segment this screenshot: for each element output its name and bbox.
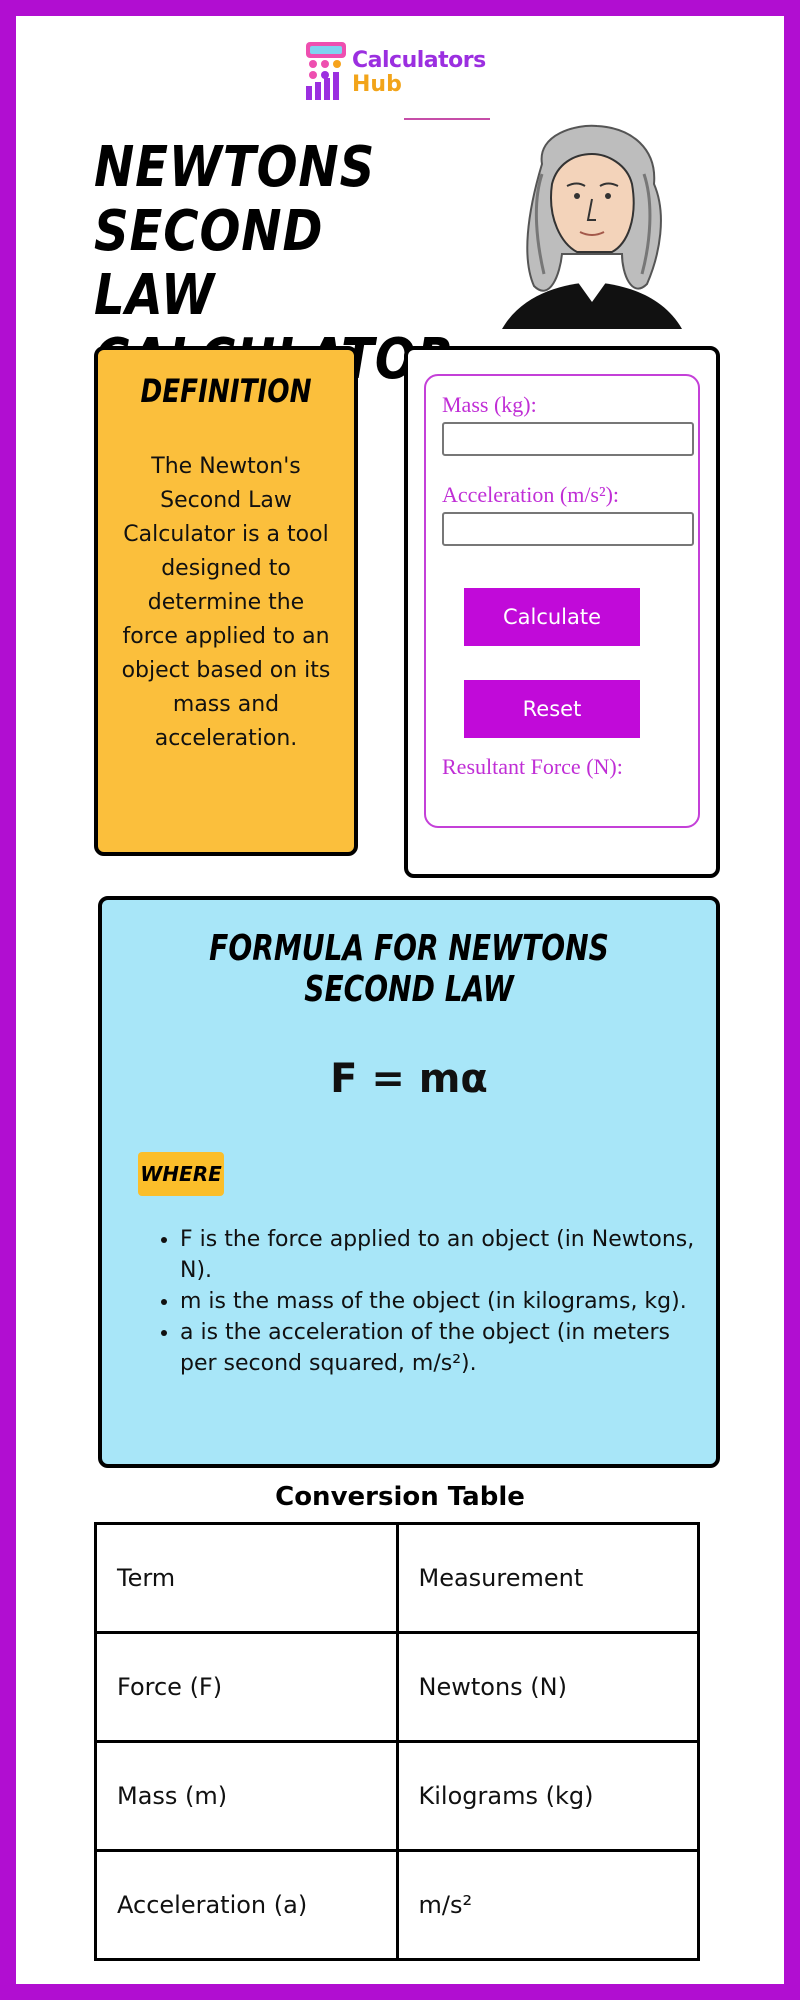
logo-text-calculators: Calculators <box>352 48 486 73</box>
table-row: Force (F) Newtons (N) <box>94 1631 700 1743</box>
table-cell: m/s² <box>395 1849 700 1961</box>
formula-title: FORMULA FOR NEWTONS SECOND LAW <box>209 928 609 1010</box>
calculator-form: Mass (kg): Acceleration (m/s²): Calculat… <box>424 374 700 828</box>
table-cell: Measurement <box>395 1522 700 1634</box>
conversion-table: Term Measurement Force (F) Newtons (N) M… <box>94 1522 700 1961</box>
resultant-force-label: Resultant Force (N): <box>442 754 623 779</box>
definition-title: DEFINITION <box>140 372 312 410</box>
mass-label: Mass (kg): <box>442 392 537 417</box>
table-cell: Kilograms (kg) <box>395 1740 700 1852</box>
list-item: F is the force applied to an object (in … <box>180 1224 710 1286</box>
variable-list: F is the force applied to an object (in … <box>152 1224 710 1379</box>
calculate-button[interactable]: Calculate <box>464 588 640 646</box>
table-row: Mass (m) Kilograms (kg) <box>94 1740 700 1852</box>
table-cell: Force (F) <box>94 1631 399 1743</box>
acceleration-label: Acceleration (m/s²): <box>442 482 620 507</box>
newton-portrait-image <box>502 124 682 329</box>
table-row: Acceleration (a) m/s² <box>94 1849 700 1961</box>
calculator-card: Mass (kg): Acceleration (m/s²): Calculat… <box>404 346 720 878</box>
definition-text: The Newton's Second Law Calculator is a … <box>121 454 331 751</box>
conversion-table-title: Conversion Table <box>275 1482 525 1512</box>
mass-input[interactable] <box>442 422 694 456</box>
logo-text-hub: Hub <box>352 72 402 97</box>
table-row: Term Measurement <box>94 1522 700 1634</box>
definition-card: DEFINITION The Newton's Second Law Calcu… <box>94 346 358 856</box>
table-cell: Term <box>94 1522 399 1634</box>
formula-card: FORMULA FOR NEWTONS SECOND LAW F = mα WH… <box>98 896 720 1468</box>
list-item: a is the acceleration of the object (in … <box>180 1317 710 1379</box>
table-cell: Mass (m) <box>94 1740 399 1852</box>
list-item: m is the mass of the object (in kilogram… <box>180 1286 710 1317</box>
calculators-hub-logo[interactable]: Calculators Hub <box>304 40 504 120</box>
table-cell: Newtons (N) <box>395 1631 700 1743</box>
reset-button[interactable]: Reset <box>464 680 640 738</box>
formula-equation: F = mα <box>330 1056 488 1102</box>
logo-underline <box>404 118 490 120</box>
table-cell: Acceleration (a) <box>94 1849 399 1961</box>
calculator-icon <box>306 42 346 100</box>
where-badge: WHERE <box>138 1152 224 1196</box>
acceleration-input[interactable] <box>442 512 694 546</box>
